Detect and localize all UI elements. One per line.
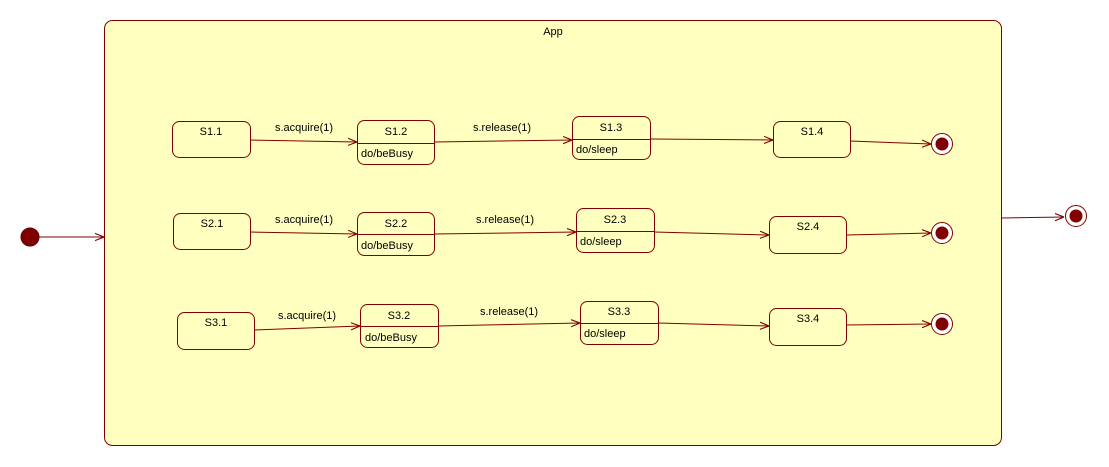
state-s2-3-activity: do/sleep bbox=[580, 236, 622, 248]
state-s3-3-activity: do/sleep bbox=[584, 328, 626, 340]
transition-s1-2-to-s1-3[interactable] bbox=[433, 140, 572, 142]
state-s1-2-activity: do/beBusy bbox=[361, 148, 413, 160]
state-s1-4-label: S1.4 bbox=[801, 126, 824, 138]
outer-initial-state[interactable] bbox=[20, 227, 40, 247]
state-s2-2-label: S2.2 bbox=[385, 218, 408, 230]
state-s3-2-label: S3.2 bbox=[388, 310, 411, 322]
transition-release-label-3: s.release(1) bbox=[480, 306, 538, 318]
transition-s3-3-to-s3-4[interactable] bbox=[657, 323, 769, 326]
transition-s2-2-to-s2-3[interactable] bbox=[433, 232, 576, 234]
row-3: S3.1 s.acquire(1) S3.2 do/beBusy s.relea… bbox=[177, 301, 953, 350]
transition-s2-3-to-s2-4[interactable] bbox=[653, 232, 769, 235]
transition-s1-1-to-s1-2[interactable] bbox=[249, 140, 357, 142]
state-s3-3[interactable]: S3.3 do/sleep bbox=[580, 301, 659, 345]
transition-s3-1-to-s3-2[interactable] bbox=[253, 326, 360, 331]
state-s3-2[interactable]: S3.2 do/beBusy bbox=[360, 304, 439, 348]
transition-acquire-label-3: s.acquire(1) bbox=[278, 310, 336, 322]
state-s3-4-label: S3.4 bbox=[797, 313, 820, 325]
state-s1-4[interactable]: S1.4 bbox=[773, 121, 851, 158]
outer-final-state[interactable] bbox=[1065, 205, 1087, 227]
transition-release-label-2: s.release(1) bbox=[476, 214, 534, 226]
state-s1-2[interactable]: S1.2 do/beBusy bbox=[357, 120, 435, 165]
transition-s1-3-to-s1-4[interactable] bbox=[649, 139, 773, 140]
transition-acquire-label-2: s.acquire(1) bbox=[275, 214, 333, 226]
state-s3-3-label: S3.3 bbox=[608, 306, 631, 318]
state-s2-1-label: S2.1 bbox=[201, 218, 224, 230]
row-1: S1.1 s.acquire(1) S1.2 do/beBusy s.relea… bbox=[172, 116, 953, 165]
transition-release-label-1: s.release(1) bbox=[473, 122, 531, 134]
final-state-row-1[interactable] bbox=[931, 133, 953, 155]
state-s3-4[interactable]: S3.4 bbox=[769, 308, 847, 346]
app-title: App bbox=[543, 26, 563, 38]
state-s2-4-label: S2.4 bbox=[797, 221, 820, 233]
state-s2-2[interactable]: S2.2 do/beBusy bbox=[357, 212, 435, 256]
state-s1-2-label: S1.2 bbox=[385, 126, 408, 138]
transition-acquire-label-1: s.acquire(1) bbox=[275, 122, 333, 134]
state-s1-1-label: S1.1 bbox=[200, 126, 223, 138]
state-s2-2-activity: do/beBusy bbox=[361, 240, 413, 252]
transition-s3-4-to-final[interactable] bbox=[845, 324, 931, 325]
state-s1-3[interactable]: S1.3 do/sleep bbox=[572, 116, 651, 160]
final-state-row-3[interactable] bbox=[931, 313, 953, 335]
state-s1-3-activity: do/sleep bbox=[576, 144, 618, 156]
state-s3-1-label: S3.1 bbox=[205, 317, 228, 329]
transition-s2-4-to-final[interactable] bbox=[845, 233, 931, 235]
state-s2-3[interactable]: S2.3 do/sleep bbox=[576, 208, 655, 253]
state-s2-1[interactable]: S2.1 bbox=[173, 213, 251, 250]
state-s1-3-label: S1.3 bbox=[600, 122, 623, 134]
transition-app-to-final[interactable] bbox=[1001, 217, 1064, 218]
row-2: S2.1 s.acquire(1) S2.2 do/beBusy s.relea… bbox=[173, 208, 953, 256]
state-s1-1[interactable]: S1.1 bbox=[172, 121, 251, 158]
state-s2-3-label: S2.3 bbox=[604, 214, 627, 226]
state-s3-2-activity: do/beBusy bbox=[365, 332, 417, 344]
transition-s1-4-to-final[interactable] bbox=[849, 141, 931, 144]
transition-s2-1-to-s2-2[interactable] bbox=[249, 232, 357, 234]
final-state-row-2[interactable] bbox=[931, 222, 953, 244]
state-s3-1[interactable]: S3.1 bbox=[177, 312, 255, 350]
state-s2-4[interactable]: S2.4 bbox=[769, 216, 847, 254]
transition-s3-2-to-s3-3[interactable] bbox=[437, 323, 580, 326]
